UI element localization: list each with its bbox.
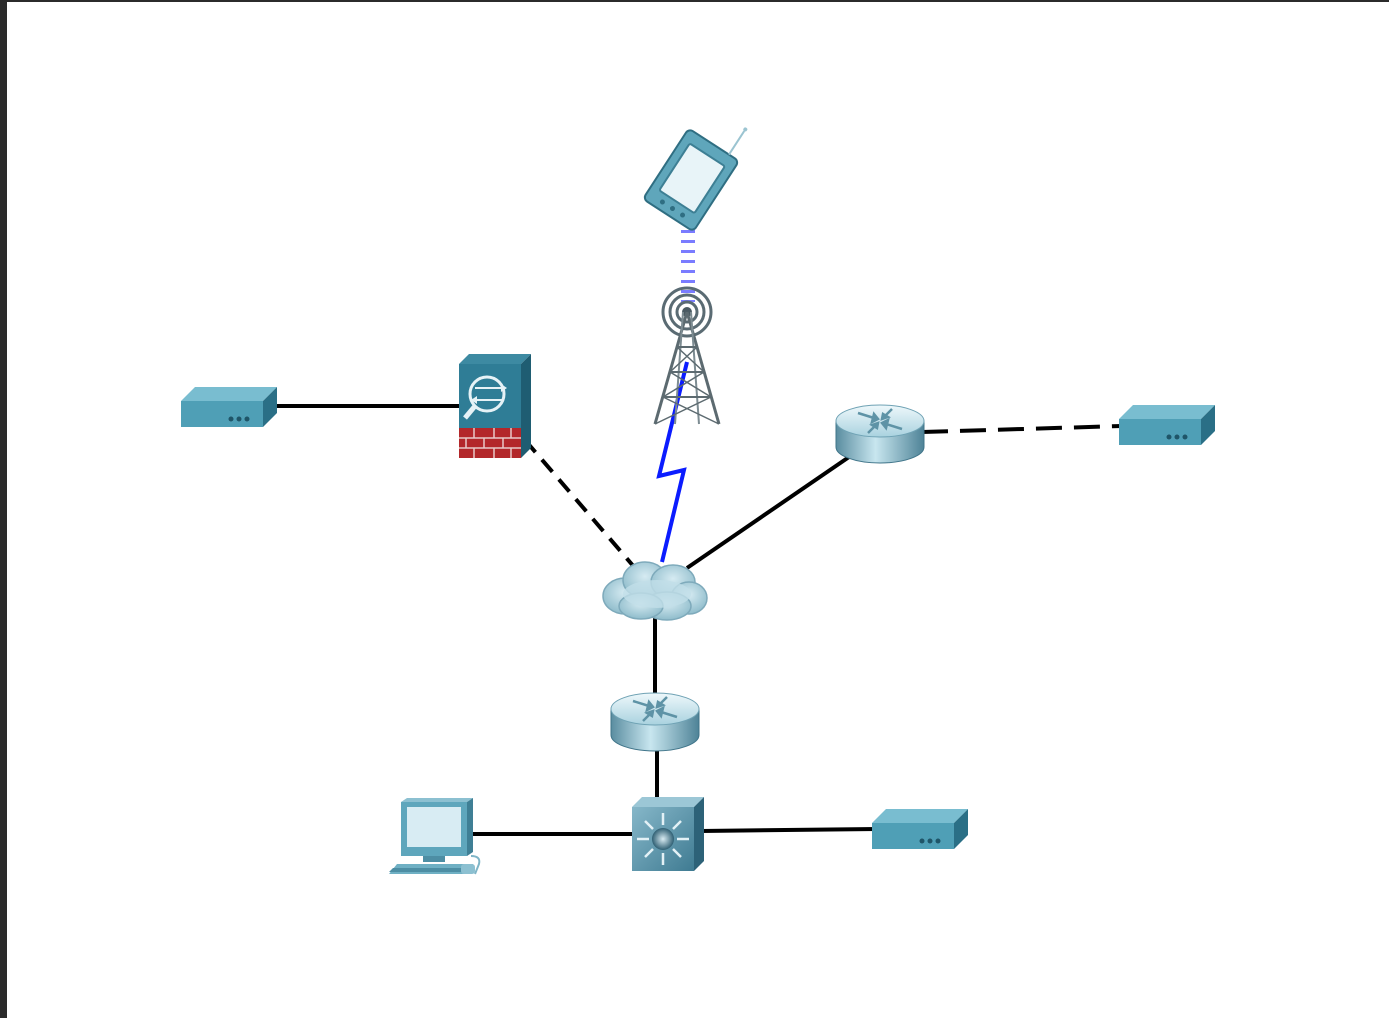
router-icon[interactable] — [835, 404, 925, 464]
modem-icon[interactable] — [1119, 405, 1215, 445]
cell-tower-icon[interactable] — [653, 286, 721, 425]
modem-icon[interactable] — [872, 809, 968, 849]
link-tower-cloud-serial[interactable] — [656, 361, 689, 563]
link-router-right-cloud[interactable] — [685, 455, 851, 570]
pc-icon[interactable] — [389, 798, 481, 875]
link-firewall-cloud[interactable] — [523, 438, 637, 570]
router-icon[interactable] — [610, 692, 700, 752]
multilayer-switch-icon[interactable] — [632, 797, 704, 871]
link-switch-modem-bottom[interactable] — [700, 827, 878, 833]
links — [267, 200, 1123, 836]
modem-icon[interactable] — [181, 387, 277, 427]
firewall-icon[interactable] — [459, 354, 531, 458]
smartphone-icon[interactable] — [643, 102, 756, 232]
topology-canvas — [7, 2, 1389, 1018]
cloud-icon[interactable] — [602, 561, 708, 621]
topology-diagram — [181, 102, 1215, 875]
link-router-right-modem-right[interactable] — [921, 424, 1123, 434]
